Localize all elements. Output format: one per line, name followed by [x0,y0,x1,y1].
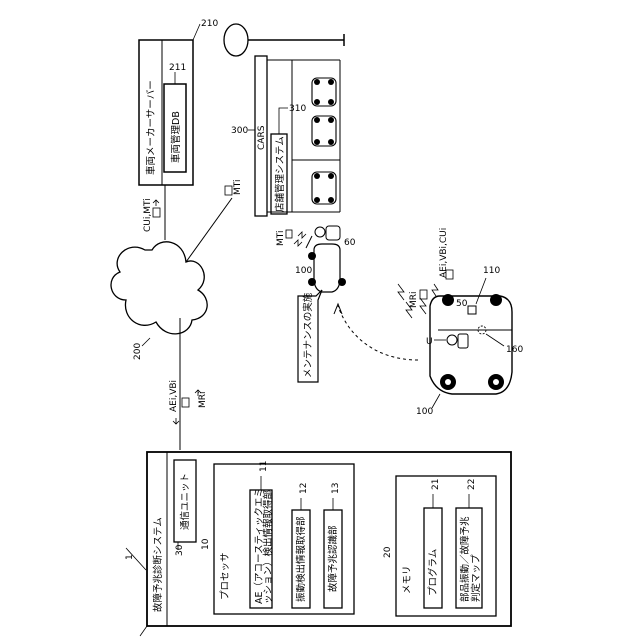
mechanic-ref-label: 60 [344,238,356,248]
vib-unit-ref: 12 [299,483,309,494]
garage-car-1 [312,78,336,106]
in-vehicle-unit [468,306,476,314]
pred-unit-ref: 13 [331,483,341,494]
cu-mti-doc-icon [153,208,160,217]
network-cloud: 200 [111,242,207,360]
store-sign: CARS [257,125,267,150]
garage-car-3 [312,172,336,204]
ae-vb-doc-icon-system [182,398,189,407]
store-system-label: 店舗管理システム [274,136,286,212]
map-line1: 部品振動／故障予兆 [459,516,471,602]
large-car-ref: 100 [416,407,433,417]
occupant-ref: 50 [456,299,468,309]
comm-unit-label: 通信ユニット [179,473,191,530]
maintenance-label: メンテナンスの実施 [302,292,314,378]
store-system-ref: 310 [289,104,306,114]
ae-vb-system-label: AEi,VBi [169,380,179,412]
comm-unit-ref: 30 [175,544,185,556]
pred-unit-label: 故障予兆認識部 [327,525,339,592]
network-ref-label: 200 [133,343,143,360]
mechanic-person: 60 MTi [276,226,356,248]
maintenance-callout: メンテナンスの実施 [298,290,322,382]
mti-store-label: MTi [276,231,286,247]
cu-mti-label: CUi,MTi [143,198,153,232]
mri-car-label: MRi [409,291,419,308]
vib-unit-label: 振動検出情報取得部 [295,516,307,602]
program-ref: 21 [431,479,441,490]
system-title: 故障予兆診断システム [152,517,164,612]
ae-unit-ref: 11 [259,461,269,472]
vehicle-at-store: 100 [295,244,346,292]
db-ref-label: 211 [169,63,186,73]
memory-label: メモリ [402,565,413,594]
ae-unit-line2: ッション）検出情報取得部 [262,490,274,604]
occupant-letter: U [426,337,433,347]
maintenance-route [338,306,418,360]
ae-vb-cu-label: AEi,VBi,CUi [439,228,449,278]
mri-system-label: MRi [198,391,208,408]
store-ref-label: 300 [231,126,248,136]
map-line2: 判定マップ [470,554,482,602]
car-sensor-ref: 160 [506,345,523,355]
processor-ref: 10 [201,538,211,550]
vehicle-in-operation: U 50 110 160 100 [416,266,523,417]
vehicle-maker-server: 車両メーカーサーバー 車両管理DB 211 210 [139,19,218,185]
mti-network-label: MTi [233,180,243,196]
server-ref-label: 210 [201,19,218,29]
mti-doc-icon-network [225,186,232,195]
mti-doc-icon-store [286,230,292,238]
program-label: プログラム [427,549,439,596]
mri-doc-icon-car [420,290,427,299]
failure-prediction-system: 故障予兆診断システム 1 通信ユニット 30 プロセッサ 10 AE（アコーステ… [125,452,511,636]
vehicle-db-label: 車両管理DB [170,111,182,163]
system-ref: 1 [125,554,135,560]
map-ref: 22 [467,479,477,490]
garage-car-2 [312,116,336,146]
memory-ref: 20 [383,546,393,558]
cloud-store-link [186,198,232,262]
small-car-ref: 100 [295,266,312,276]
car-unit-ref: 110 [483,266,500,276]
processor-label: プロセッサ [220,552,231,600]
server-title: 車両メーカーサーバー [145,80,157,175]
